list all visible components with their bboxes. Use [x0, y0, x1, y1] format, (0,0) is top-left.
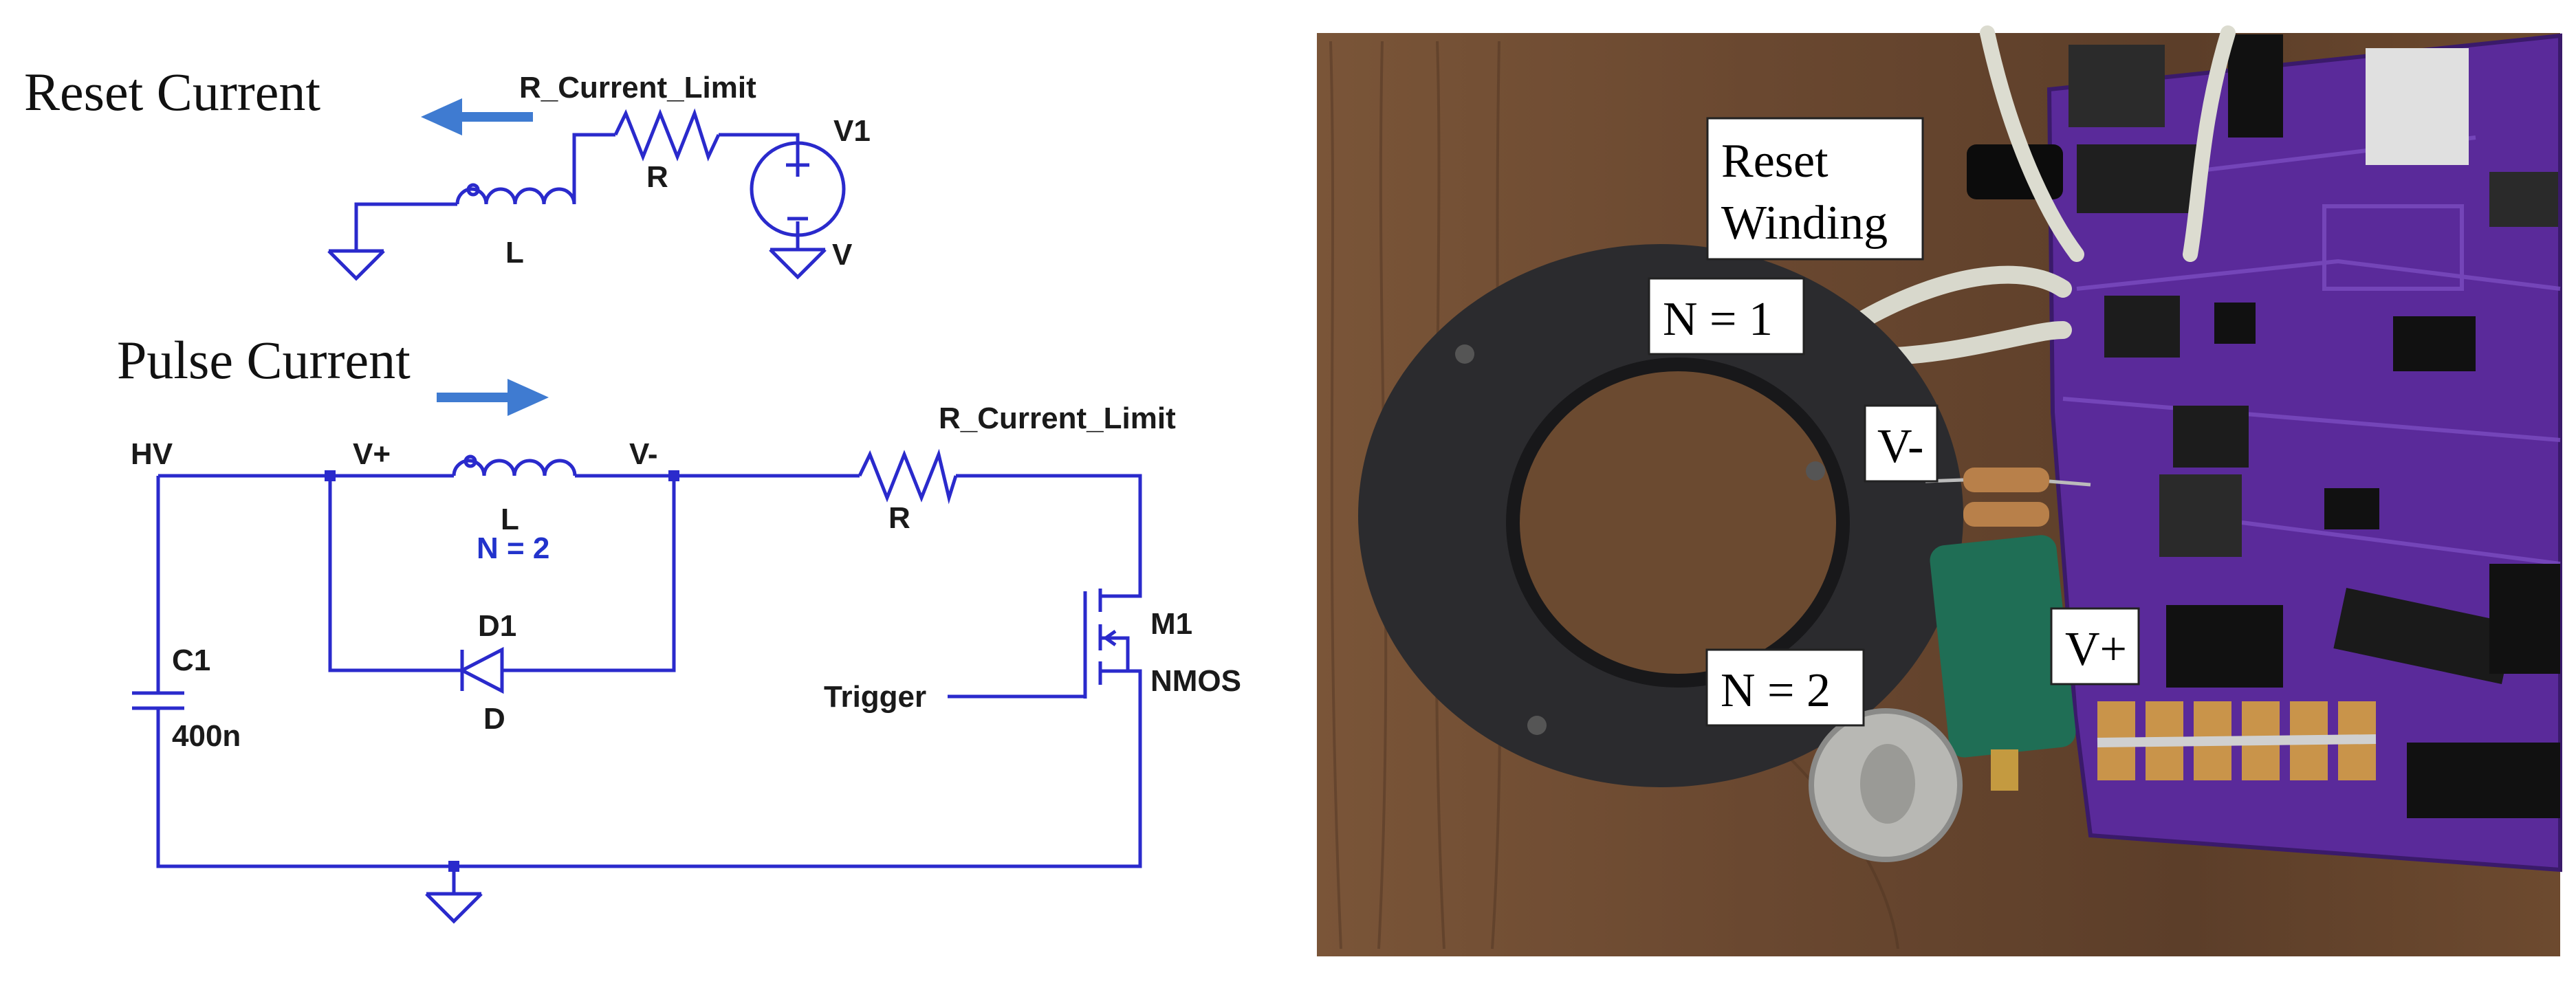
reset-ground-symbol	[327, 249, 385, 281]
turns-label: N = 2	[477, 531, 549, 565]
coin	[1809, 708, 1963, 862]
label-n1-text: N = 1	[1663, 293, 1773, 346]
pcb-components	[1967, 34, 2560, 818]
hv-label: HV	[131, 437, 173, 471]
reset-source-name: V1	[833, 114, 871, 148]
label-vplus: V+	[2050, 607, 2140, 685]
pulse-inductor	[452, 454, 577, 476]
mosfet-name: M1	[1150, 607, 1192, 641]
label-n2-text: N = 2	[1721, 664, 1831, 717]
capacitor	[132, 691, 184, 710]
pulse-resistor-name: R_Current_Limit	[939, 402, 1176, 435]
label-reset-winding-line1: Reset	[1721, 135, 1829, 188]
label-n2: N = 2	[1705, 648, 1865, 727]
trigger-label: Trigger	[824, 680, 926, 714]
vplus-node-label: V+	[353, 437, 391, 471]
series-resistors	[1925, 468, 2091, 527]
pulse-ground-symbol	[425, 866, 483, 924]
reset-voltage-source	[750, 141, 846, 237]
reset-circuit-wires	[354, 133, 800, 251]
pulse-circuit-wires	[156, 474, 1142, 868]
hardware-photo: Reset Winding N = 1 V- N = 2 V+	[1317, 25, 2562, 956]
diode	[458, 646, 504, 694]
reset-direction-arrow	[421, 98, 533, 135]
mosfet-value: NMOS	[1150, 664, 1241, 698]
reset-resistor-value: R	[646, 160, 668, 194]
pulse-direction-arrow	[437, 379, 549, 416]
reset-inductor	[455, 183, 576, 205]
reset-current-title: Reset Current	[24, 62, 320, 122]
label-n1: N = 1	[1648, 277, 1805, 355]
diode-value: D	[483, 702, 505, 736]
cap-value: 400n	[172, 719, 241, 753]
source-ground-symbol	[769, 248, 827, 280]
pulse-inductor-value: L	[501, 503, 519, 536]
reset-inductor-value: L	[505, 236, 524, 270]
pulse-resistor	[858, 448, 958, 505]
pulse-resistor-value: R	[888, 501, 910, 535]
label-vplus-text: V+	[2065, 623, 2127, 676]
pulse-current-title: Pulse Current	[117, 330, 411, 390]
label-vminus: V-	[1864, 404, 1939, 483]
solder-strip	[2097, 734, 2377, 747]
current-monitor	[1930, 535, 2076, 791]
diode-name: D1	[478, 609, 516, 643]
label-reset-winding-line2: Winding	[1721, 197, 1888, 250]
vminus-node-label: V-	[629, 437, 658, 471]
reset-source-value: V	[832, 238, 853, 272]
label-vminus-text: V-	[1877, 420, 1923, 473]
mosfet	[1083, 589, 1130, 699]
cap-name: C1	[172, 644, 210, 677]
schematic: Reset Current R_Current_Limit L R	[24, 62, 1241, 924]
label-reset-winding: Reset Winding	[1706, 117, 1924, 261]
reset-resistor-name: R_Current_Limit	[519, 71, 756, 105]
reset-resistor	[613, 108, 721, 162]
